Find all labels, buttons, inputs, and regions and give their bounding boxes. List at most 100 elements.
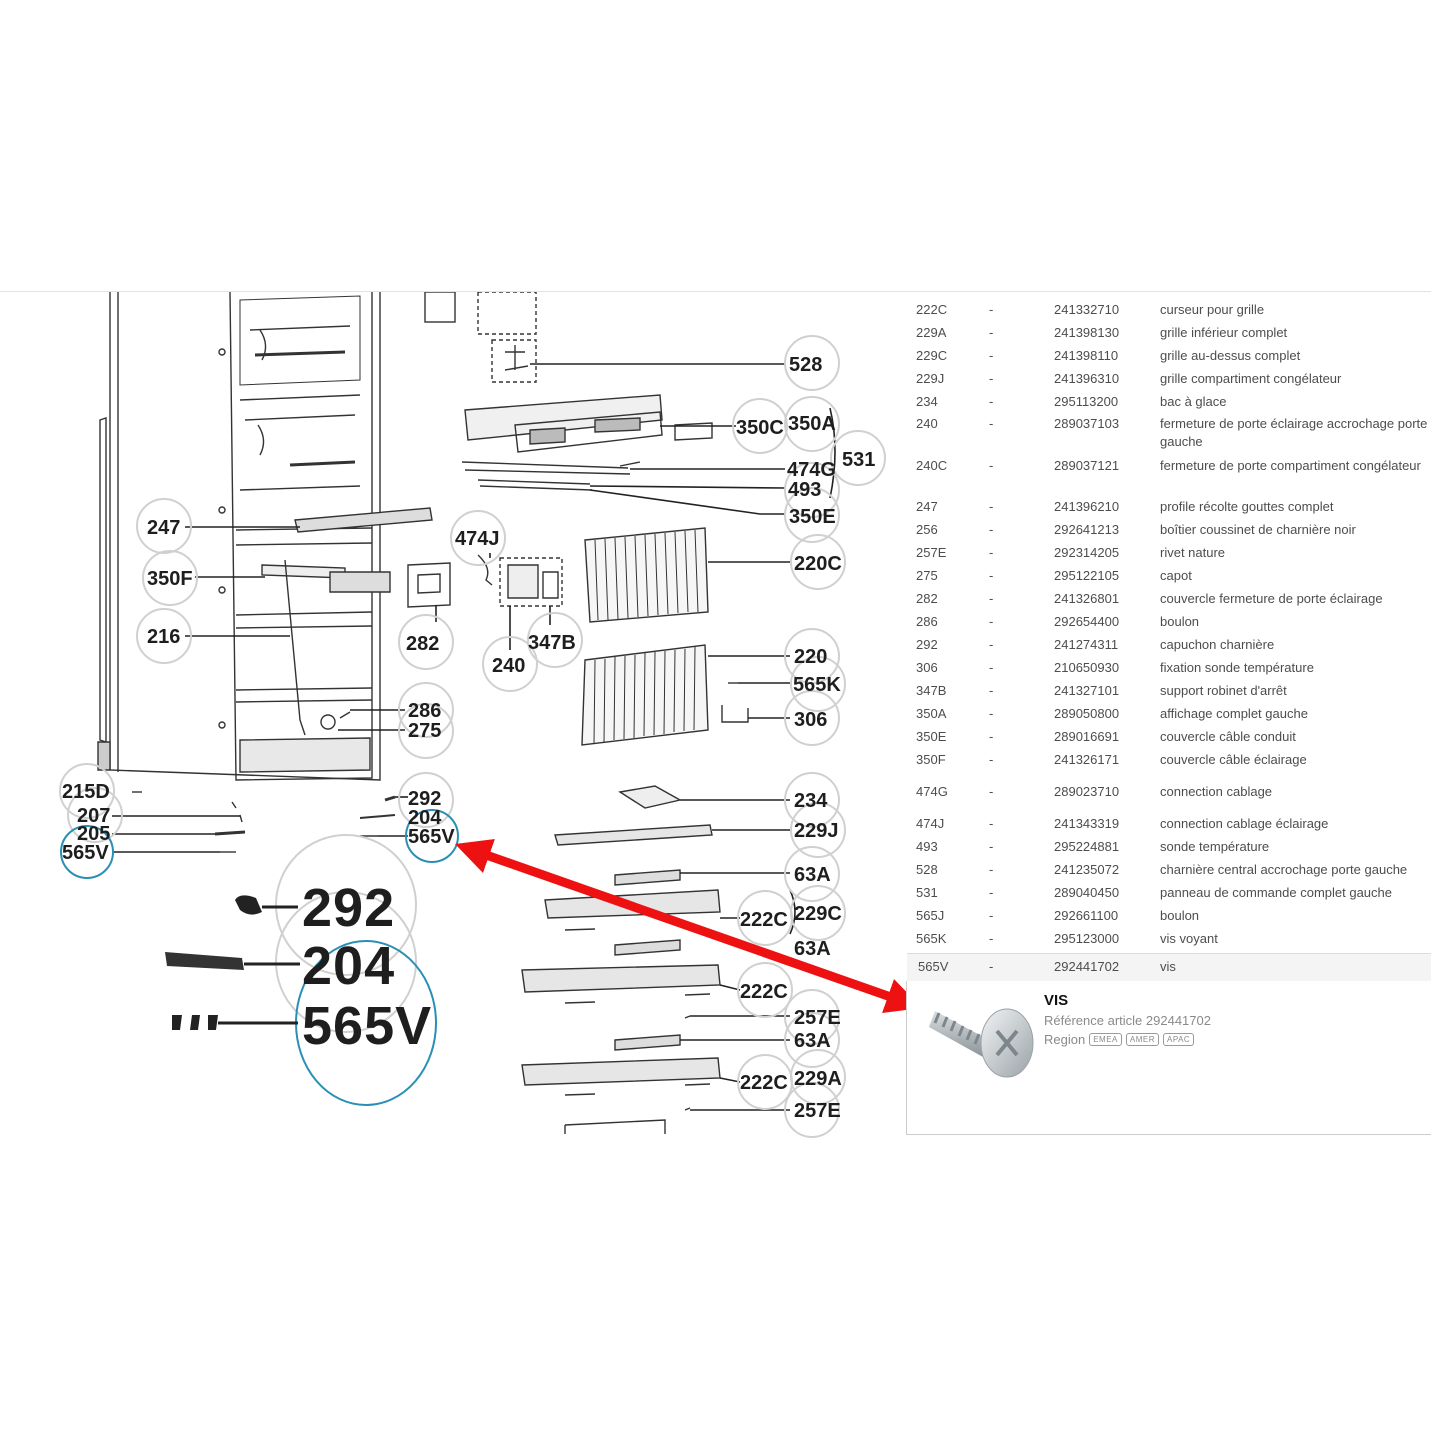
callout-350E: 350E <box>789 506 836 528</box>
selected-part-row[interactable]: 565V - 292441702 vis <box>907 953 1431 983</box>
part-ref: 528 <box>916 862 938 877</box>
part-qty: - <box>989 908 994 923</box>
part-description: fixation sonde température <box>1160 660 1314 675</box>
part-description: curseur pour grille <box>1160 302 1265 317</box>
callout-286: 286 <box>408 700 441 722</box>
selected-ref: 565V <box>918 959 949 974</box>
part-description: connection cablage <box>1160 784 1273 799</box>
selected-article: 292441702 <box>1054 959 1120 974</box>
part-ref: 531 <box>916 885 938 900</box>
part-description: fermeture de porte éclairage accrochage … <box>1160 416 1428 449</box>
part-article: 241396310 <box>1054 371 1120 386</box>
part-description: connection cablage éclairage <box>1160 816 1329 831</box>
part-qty: - <box>989 885 994 900</box>
zoom-part-292-drawing <box>235 895 262 915</box>
detail-title: VIS <box>1044 992 1069 1009</box>
region-chip-amer[interactable]: AMER <box>1125 1033 1159 1046</box>
callout-347B: 347B <box>528 632 576 654</box>
shelves-drawing <box>521 785 721 1134</box>
hinge-parts-drawing <box>424 292 537 383</box>
part-description: boulon <box>1160 908 1200 923</box>
part-article: 289023710 <box>1054 784 1120 799</box>
region-chip-emea[interactable]: EMEA <box>1089 1033 1122 1046</box>
door-switch-drawing <box>477 554 563 607</box>
part-qty: - <box>989 862 994 877</box>
leader-lines <box>112 363 790 1111</box>
callout-493: 493 <box>788 479 821 501</box>
part-ref: 275 <box>916 568 938 583</box>
part-article: 241326801 <box>1054 591 1120 606</box>
hardware-small-drawing <box>132 711 396 853</box>
detail-reference-label: Référence article <box>1044 1013 1143 1028</box>
part-ref: 565J <box>916 908 945 923</box>
part-qty: - <box>989 591 994 606</box>
part-article: 295123000 <box>1054 931 1120 946</box>
part-ref: 306 <box>916 660 938 675</box>
part-description: couvercle câble conduit <box>1160 729 1296 744</box>
callout-229C: 229C <box>794 903 842 925</box>
zoom-inset: 292 204 565V <box>165 878 432 1056</box>
door-panel-220C-drawing <box>584 527 709 623</box>
zoom-label-204: 204 <box>302 936 395 996</box>
zoom-label-565V: 565V <box>302 996 432 1056</box>
callout-275: 275 <box>408 720 441 742</box>
part-article: 295224881 <box>1054 839 1120 854</box>
part-qty: - <box>989 752 994 767</box>
red-arrow <box>455 838 922 1014</box>
callout-215D: 215D <box>62 781 110 803</box>
callout-63A-3: 63A <box>794 1030 831 1052</box>
part-qty: - <box>989 931 994 946</box>
part-ref: 229A <box>916 325 947 340</box>
part-article: 289050800 <box>1054 706 1120 721</box>
detail-reference: Référence article 292441702 <box>1044 1013 1211 1028</box>
part-ref: 240C <box>916 458 948 473</box>
part-description: sonde température <box>1160 839 1270 854</box>
part-article: 289016691 <box>1054 729 1120 744</box>
part-description: profile récolte gouttes complet <box>1160 499 1334 514</box>
callout-282: 282 <box>406 633 439 655</box>
part-qty: - <box>989 394 994 409</box>
part-article: 292654400 <box>1054 614 1120 629</box>
part-qty: - <box>989 637 994 652</box>
part-ref: 229C <box>916 348 948 363</box>
part-article: 241398110 <box>1054 348 1119 363</box>
part-description: charnière central accrochage porte gauch… <box>1160 862 1408 877</box>
part-qty: - <box>989 683 994 698</box>
zoom-part-565V-drawing <box>172 1015 218 1030</box>
part-article: 210650930 <box>1054 660 1120 675</box>
part-ref: 256 <box>916 522 938 537</box>
zoom-part-204-drawing <box>165 952 244 970</box>
callout-circles <box>59 335 886 1138</box>
detail-reference-value: 292441702 <box>1145 1013 1211 1028</box>
callout-63A-2: 63A <box>794 938 831 960</box>
region-chip-apac[interactable]: APAC <box>1163 1033 1195 1046</box>
part-article: 241327101 <box>1054 683 1120 698</box>
callout-222C-1: 222C <box>740 909 788 931</box>
part-article: 241398130 <box>1054 325 1120 340</box>
part-description: couvercle câble éclairage <box>1160 752 1307 767</box>
callout-240: 240 <box>492 655 525 677</box>
callout-204: 204 <box>408 807 442 829</box>
part-ref: 286 <box>916 614 938 629</box>
part-article: 289037103 <box>1054 416 1120 431</box>
part-qty: - <box>989 522 994 537</box>
part-ref: 229J <box>916 371 945 386</box>
part-qty: - <box>989 816 994 831</box>
fridge-cabinet <box>97 292 433 781</box>
callout-565V-right: 565V <box>408 826 455 848</box>
callout-292: 292 <box>408 788 441 810</box>
part-ref: 565K <box>916 931 947 946</box>
part-article: 295122105 <box>1054 568 1120 583</box>
part-ref: 347B <box>916 683 947 698</box>
part-qty: - <box>989 545 994 560</box>
callout-207: 207 <box>77 805 110 827</box>
part-qty: - <box>989 302 994 317</box>
part-qty: - <box>989 416 994 431</box>
part-description: grille inférieur complet <box>1160 325 1288 340</box>
callout-205: 205 <box>77 823 110 845</box>
part-qty: - <box>989 348 994 363</box>
screw-image <box>929 1008 1034 1078</box>
part-qty: - <box>989 706 994 721</box>
part-qty: - <box>989 325 994 340</box>
